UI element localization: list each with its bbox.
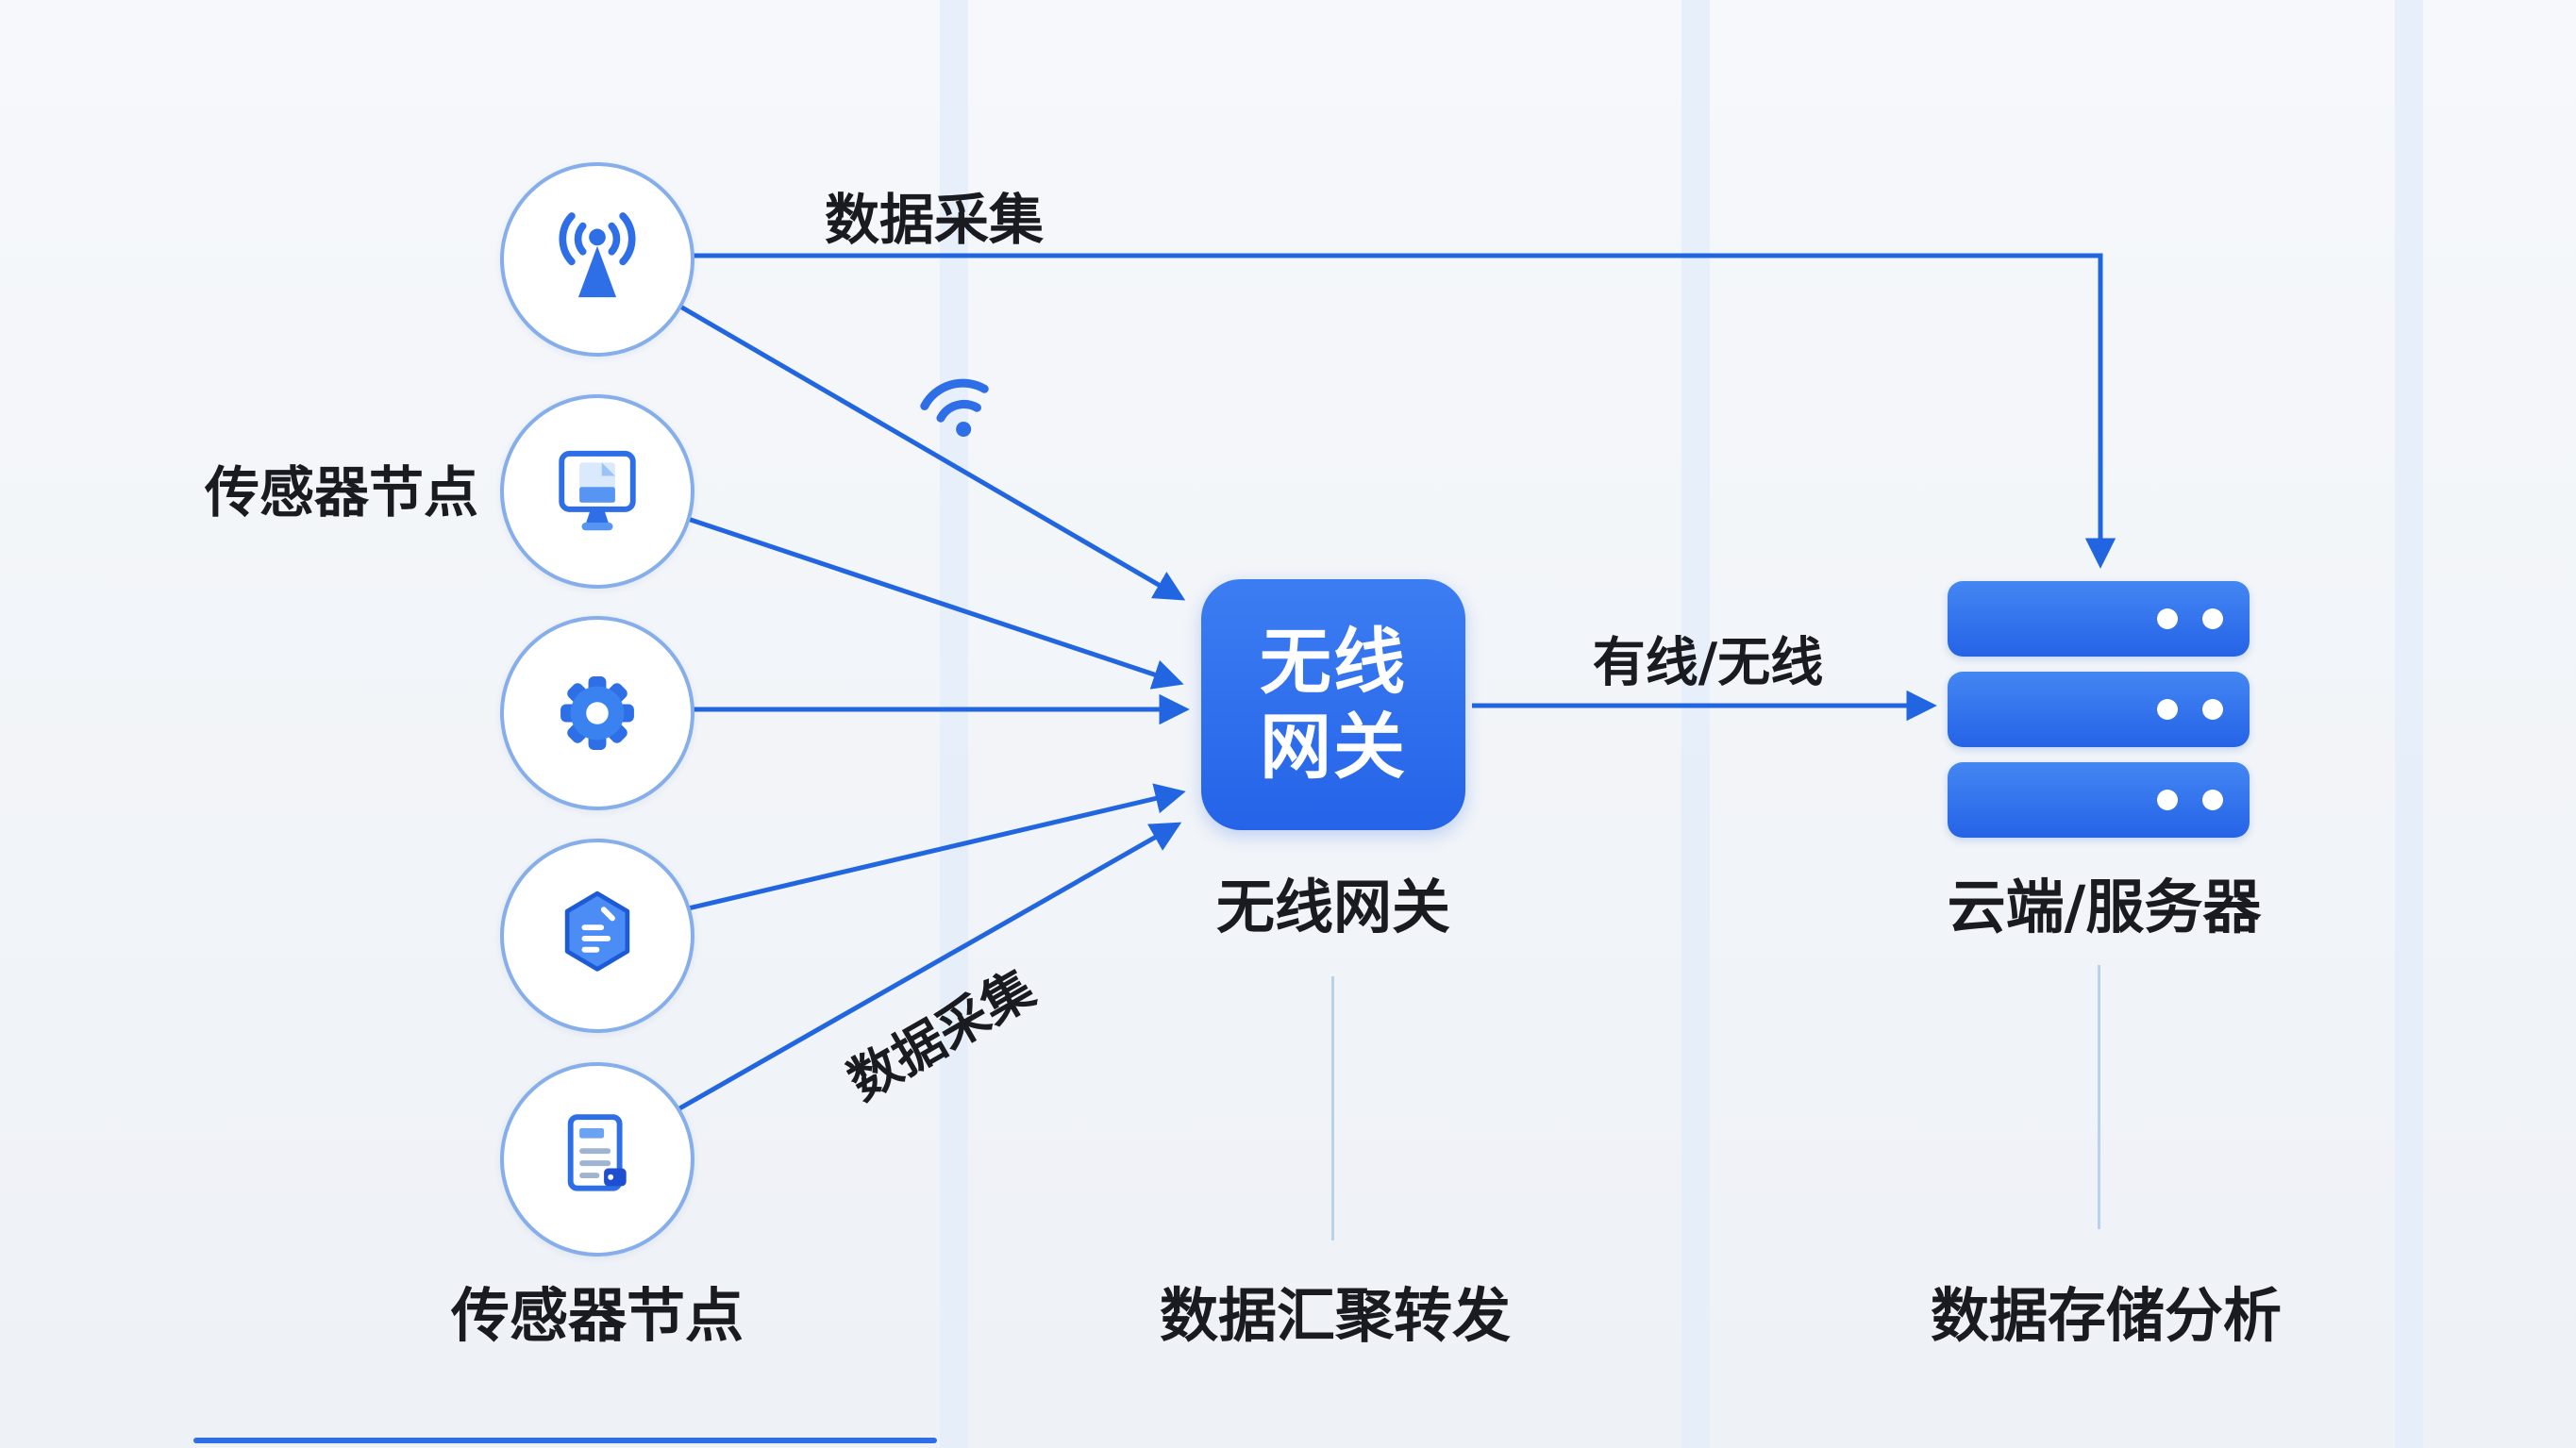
gateway-box-line2: 网关 (1260, 705, 1407, 789)
edge-monitor-gateway (681, 514, 1184, 690)
server-bar (1948, 762, 2250, 838)
sensor-node-document (500, 1062, 694, 1257)
sensor-left-label: 传感器节点 (204, 460, 479, 524)
gear-icon (560, 676, 634, 750)
background-stripe (940, 0, 968, 1448)
server-led (2157, 790, 2178, 810)
gateway-label: 无线网关 (1215, 873, 1451, 941)
sensor-node-monitor (500, 394, 694, 589)
server-label: 云端/服务器 (1947, 873, 2262, 941)
gateway-box-line1: 无线 (1260, 620, 1407, 705)
server-led (2157, 608, 2178, 629)
bottom-accent-line (193, 1438, 937, 1443)
top-data-collect-label: 数据采集 (824, 188, 1045, 252)
wifi-icon (920, 378, 989, 437)
background-stripe (2395, 0, 2423, 1448)
link-type-label: 有线/无线 (1592, 632, 1824, 694)
diagonal-data-collect-label: 数据采集 (838, 958, 1045, 1112)
gateway-box: 无线 网关 (1201, 579, 1465, 830)
gateway-caption-guide (1331, 976, 1334, 1240)
sensor-node-hexagon (500, 839, 694, 1033)
monitor-icon (559, 450, 636, 531)
server-bar (1948, 581, 2250, 657)
server-led (2157, 699, 2178, 720)
server-icon (1948, 581, 2250, 838)
antenna-icon (559, 212, 636, 298)
document-icon (567, 1114, 627, 1191)
server-bar (1948, 672, 2250, 747)
gateway-caption: 数据汇聚转发 (1159, 1281, 1512, 1350)
sensor-node-gear (500, 616, 694, 810)
server-caption: 数据存储分析 (1930, 1281, 2283, 1350)
server-led (2202, 699, 2223, 720)
server-led (2202, 790, 2223, 810)
server-led (2202, 608, 2223, 629)
edge-hexagon-gateway (683, 783, 1186, 912)
server-caption-guide (2098, 965, 2100, 1229)
hexagon-list-icon (564, 890, 630, 972)
background-stripe (1681, 0, 1710, 1448)
sensor-bottom-label: 传感器节点 (450, 1281, 744, 1350)
sensor-node-antenna (500, 162, 694, 357)
